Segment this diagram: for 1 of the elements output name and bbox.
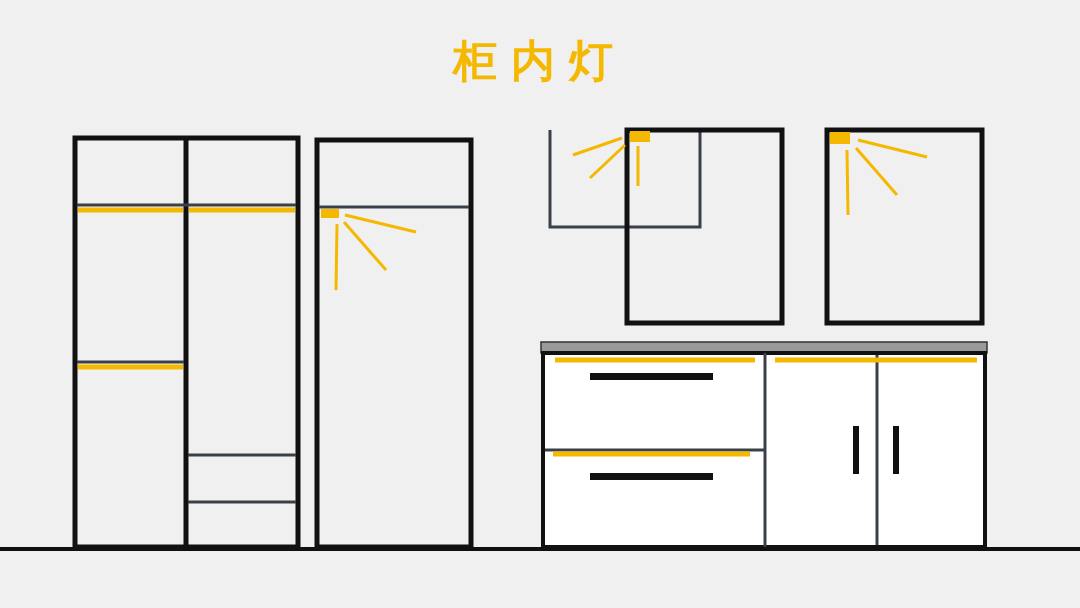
page-title: 柜内灯	[453, 34, 627, 88]
